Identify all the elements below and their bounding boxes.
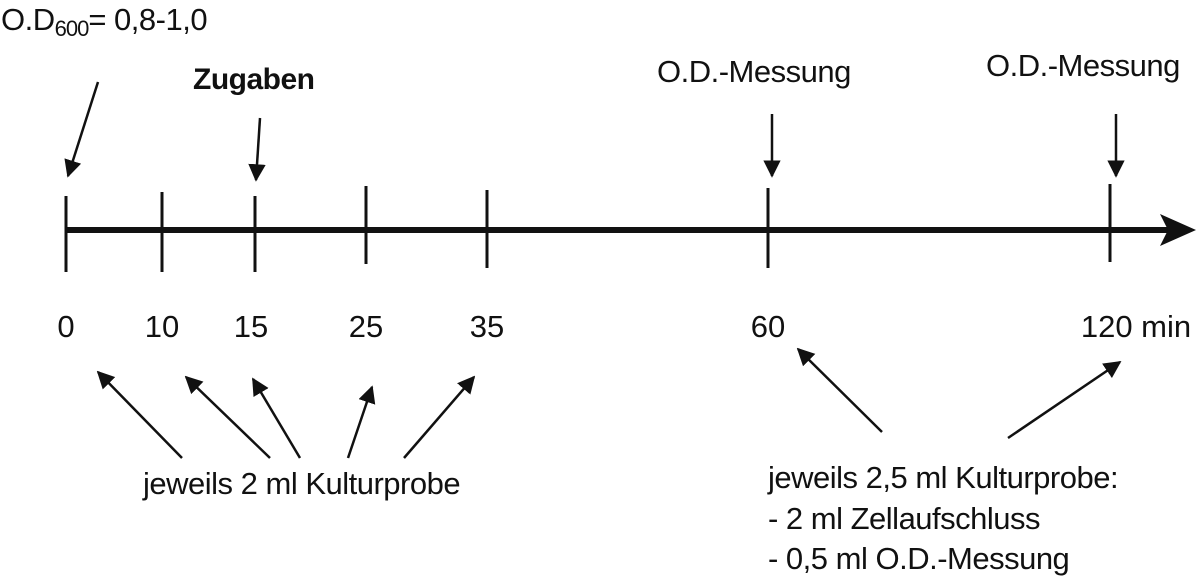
tick-label-35: 35 [469, 309, 505, 344]
arrow-sample-15 [251, 377, 302, 459]
tick-label-120: 120 min [1080, 309, 1192, 344]
arrow-sample-35 [403, 375, 476, 459]
arrow-sample-120 [1007, 360, 1122, 440]
arrow-sample-10 [184, 375, 271, 459]
arrow-sample-60 [796, 347, 883, 433]
tick-label-15: 15 [233, 309, 269, 344]
tick-label-0: 0 [57, 309, 75, 344]
tick-label-60: 60 [750, 309, 786, 344]
od-messung-120-label: O.D.-Messung [986, 48, 1180, 83]
right-sample-note-line3: - 0,5 ml O.D.-Messung [768, 541, 1070, 576]
tick-label-25: 25 [348, 309, 384, 344]
left-sample-note: jeweils 2 ml Kulturprobe [143, 466, 461, 501]
arrow-sample-0 [96, 370, 183, 459]
zugaben-label: Zugaben [193, 63, 315, 96]
tick-label-10: 10 [144, 309, 180, 344]
arrow-sample-25 [346, 385, 376, 459]
arrow-od-start [64, 81, 100, 178]
od-prefix: O.D [1, 2, 55, 37]
od-messung-60-label: O.D.-Messung [657, 54, 851, 89]
right-sample-note-line2: - 2 ml Zellaufschluss [768, 501, 1041, 536]
arrow-zugaben [248, 117, 266, 182]
od-start-label: O.D600= 0,8-1,0 [1, 2, 208, 47]
time-axis-arrowhead [1160, 214, 1196, 246]
od-subscript: 600 [54, 16, 90, 41]
od-range: = 0,8-1,0 [88, 2, 208, 37]
right-sample-note-line1: jeweils 2,5 ml Kulturprobe: [768, 460, 1119, 495]
